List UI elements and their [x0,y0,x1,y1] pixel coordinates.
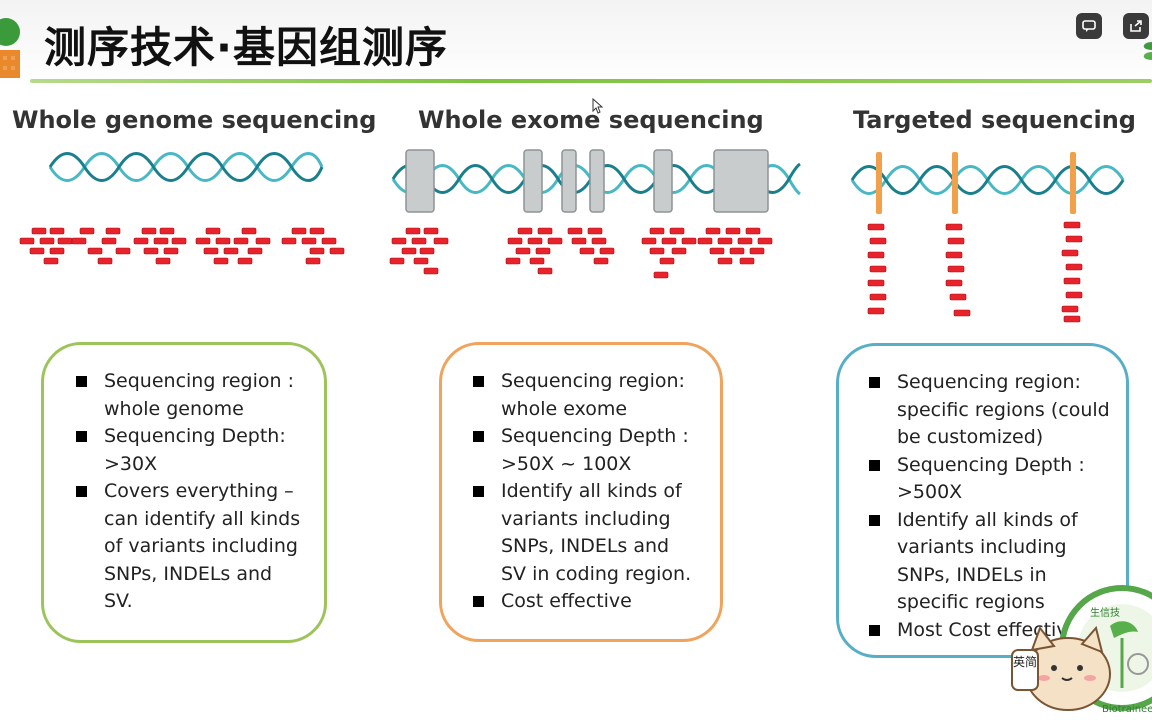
sequencing-reads [389,227,773,279]
target-markers [876,152,1076,214]
leaf-decoration-icon [1143,42,1152,60]
bullet-item: Identify all kinds of variants including… [869,507,1114,617]
whole-exome-bullet-list: Sequencing region: whole exome Sequencin… [473,368,698,616]
share-icon-button[interactable] [1123,13,1149,39]
mouse-cursor-icon [592,98,604,114]
whole-genome-bullet-list: Sequencing region : whole genome Sequenc… [76,368,306,616]
bullet-item: Sequencing Depth: >30X [76,423,306,478]
bullet-item: Identify all kinds of variants including… [473,478,698,588]
bullet-item: Sequencing region : whole genome [76,368,306,423]
title-underline [30,79,1152,83]
column-title-whole-genome: Whole genome sequencing [12,106,377,134]
chat-icon-button[interactable] [1076,13,1102,39]
bullet-item: Sequencing region: specific regions (cou… [869,369,1114,452]
whole-exome-info-box: Sequencing region: whole exome Sequencin… [439,342,723,642]
stamp-text: 英简 [1013,655,1037,669]
whole-genome-diagram [19,152,345,265]
badge-text: 生信技 [1090,606,1120,619]
dna-helix [48,152,324,182]
targeted-info-box: Sequencing region: specific regions (cou… [836,343,1129,658]
bullet-item: Cost effective [473,588,698,616]
chat-icon [1082,20,1096,32]
exon-blocks [405,149,769,213]
badge-ring-text: Biotrainee [1102,704,1152,715]
whole-exome-diagram [389,149,801,279]
bullet-item: Sequencing region: whole exome [473,368,698,423]
bullet-item: Most Cost effective [869,617,1114,645]
share-icon [1130,20,1142,32]
page-title: 测序技术·基因组测序 [44,23,448,72]
column-title-whole-exome: Whole exome sequencing [418,106,764,134]
building-logo-icon [0,18,20,78]
dna-helix [850,165,1125,195]
bullet-item: Covers everything – can identify all kin… [76,478,306,616]
targeted-bullet-list: Sequencing region: specific regions (cou… [869,369,1114,644]
whole-genome-info-box: Sequencing region : whole genome Sequenc… [41,342,327,643]
sequencing-reads [19,227,345,265]
biotrainee-watermark-logo: 生信技 Biotrainee 英简 [1011,585,1152,715]
slide-header [0,0,1152,86]
column-title-targeted: Targeted sequencing [853,106,1136,134]
bullet-item: Sequencing Depth : >500X [869,452,1114,507]
bullet-item: Sequencing Depth : >50X ~ 100X [473,423,698,478]
targeted-diagram [850,152,1125,323]
sequencing-reads [867,221,1083,323]
